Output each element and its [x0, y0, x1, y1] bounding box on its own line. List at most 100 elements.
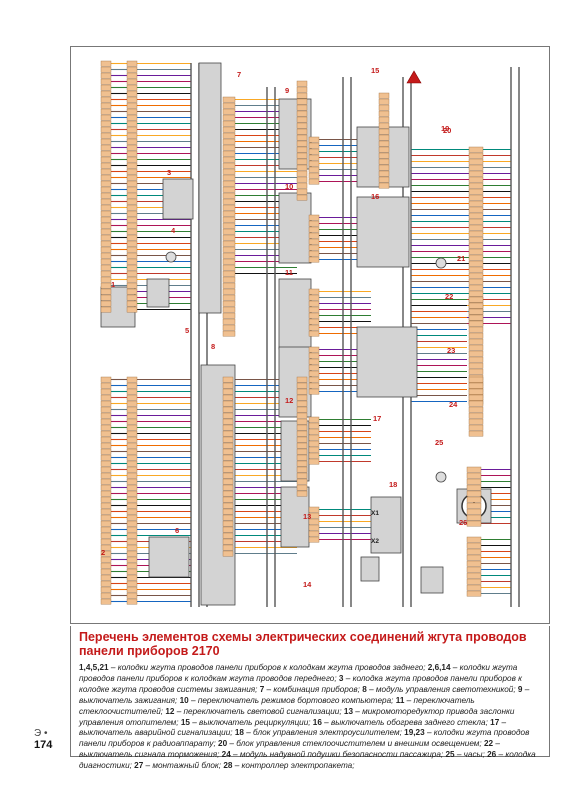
connector-pin	[100, 538, 112, 545]
connector-pin	[468, 412, 484, 419]
connector-pin	[308, 388, 320, 395]
connector-pin	[468, 182, 484, 189]
connector-pin	[308, 300, 320, 307]
connector-pin	[100, 388, 112, 395]
connector-pin	[100, 180, 112, 187]
connector-pin	[308, 148, 320, 155]
legend-item: 10 – переключатель режимов бортового ком…	[180, 696, 396, 705]
connector-pin	[222, 324, 236, 331]
connector-pin	[126, 138, 138, 145]
connector-pin	[468, 164, 484, 171]
connector-pin	[468, 206, 484, 213]
connector-pin	[126, 460, 138, 467]
connector-pin	[296, 376, 308, 383]
connector-pin	[222, 406, 234, 413]
component-block	[198, 62, 222, 314]
connector-pin	[126, 376, 138, 383]
connector-pin	[308, 160, 320, 167]
connector-pin	[222, 186, 236, 193]
connector-pin	[100, 448, 112, 455]
legend-item: 26 – колодка диагностики;	[79, 750, 536, 770]
connector-pin	[468, 430, 484, 437]
connector-pin	[466, 536, 482, 543]
connector-pin	[100, 264, 112, 271]
socket	[435, 471, 447, 483]
connector-pin	[222, 174, 236, 181]
connector-pin	[222, 496, 234, 503]
connector-pin	[126, 288, 138, 295]
connector-pin	[308, 312, 320, 319]
legend-item-number: 2,6,14	[427, 663, 451, 672]
legend-item: 1,4,5,21 – колодки жгута проводов панели…	[79, 663, 428, 672]
connector-pin	[222, 376, 234, 383]
connector-pin	[126, 78, 138, 85]
connector-pin	[100, 514, 112, 521]
connector-pin	[126, 508, 138, 515]
connector-pin	[468, 356, 484, 363]
connector-pin	[126, 550, 138, 557]
connector-pin	[378, 164, 390, 171]
connector-pin	[296, 388, 308, 395]
section-marker: Э •	[34, 728, 48, 739]
connector-pin	[378, 116, 390, 123]
connector-pin	[308, 416, 320, 423]
connector-pin	[100, 508, 112, 515]
connector-pin	[222, 478, 234, 485]
connector-pin	[468, 368, 484, 375]
connector-pin	[126, 192, 138, 199]
connector-pin	[222, 210, 236, 217]
connector-pin	[468, 194, 484, 201]
connector-pin	[100, 382, 112, 389]
component-label: 1	[111, 280, 115, 289]
legend-item-text: – блок управления электроусилителем;	[243, 728, 405, 738]
legend-item-text: – колодки жгута проводов панели приборов…	[108, 663, 428, 672]
legend-item-text: – колодка диагностики;	[79, 750, 536, 771]
connector-pin	[468, 224, 484, 231]
component-label: 18	[389, 480, 397, 489]
component-block	[356, 326, 418, 398]
legend-item: 11 – переключатель стеклоочистителей;	[79, 696, 475, 716]
component-label: 7	[237, 70, 241, 79]
legend-item-text: – выключатель зажигания;	[79, 684, 530, 705]
connector-pin	[222, 120, 236, 127]
legend-list: 1,4,5,21 – колодки жгута проводов панели…	[79, 663, 541, 772]
connector-pin	[222, 114, 236, 121]
connector-pin	[296, 170, 308, 177]
connector-pin	[100, 394, 112, 401]
legend-item-number: 24	[221, 750, 231, 760]
connector-pin	[222, 228, 236, 235]
legend-item: 18 – блок управления электроусилителем;	[235, 728, 404, 737]
connector-pin	[222, 382, 234, 389]
connector-pin	[100, 472, 112, 479]
connector-pin	[468, 326, 484, 333]
connector-pin	[126, 90, 138, 97]
connector-pin	[308, 364, 320, 371]
connector-pin	[126, 270, 138, 277]
legend-item: 15 – выключатель рециркуляции;	[181, 718, 313, 727]
connector-pin	[296, 104, 308, 111]
connector-pin	[126, 442, 138, 449]
connector-pin	[296, 448, 308, 455]
connector-pin	[126, 216, 138, 223]
connector-pin	[126, 424, 138, 431]
connector-pin	[100, 282, 112, 289]
connector-pin	[468, 376, 484, 383]
connector-pin	[466, 590, 482, 597]
legend-item-number: 7	[259, 684, 265, 694]
connector-pin	[126, 60, 138, 67]
connector-pin	[308, 518, 320, 525]
connector-pin	[100, 198, 112, 205]
connector-pin	[222, 294, 236, 301]
component-label: 5	[185, 326, 189, 335]
connector-pin	[222, 192, 236, 199]
connector-pin	[296, 466, 308, 473]
connector-pin	[468, 176, 484, 183]
connector-pin	[222, 550, 234, 557]
legend-item-number: 20	[218, 739, 228, 749]
connector-pin	[126, 574, 138, 581]
connector-pin	[308, 440, 320, 447]
connector-pin	[100, 204, 112, 211]
connector-pin	[126, 520, 138, 527]
connector-pin	[308, 294, 320, 301]
connector-pin	[468, 350, 484, 357]
